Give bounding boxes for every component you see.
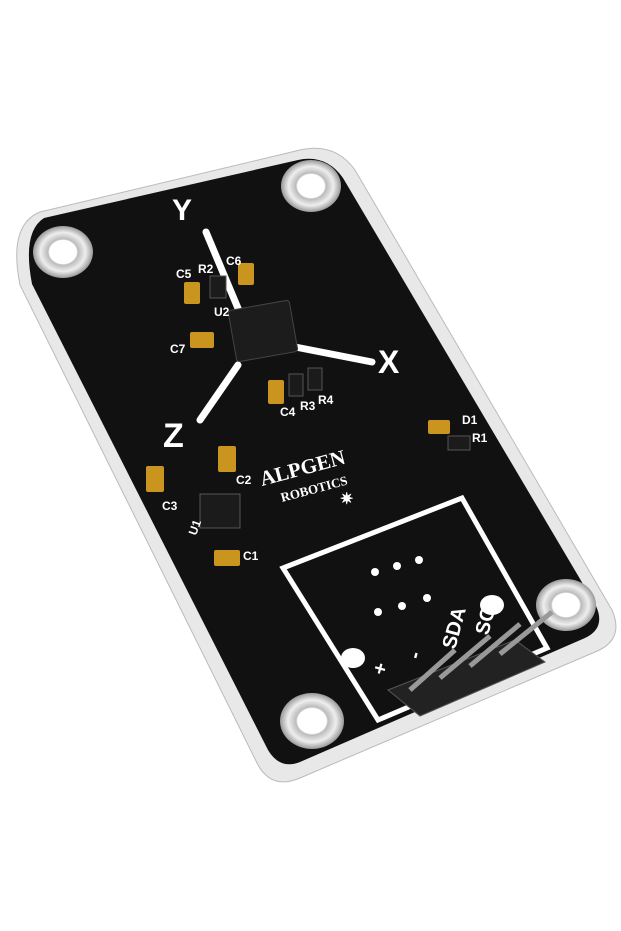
label-c6: C6 [226, 254, 242, 268]
label-r1: R1 [472, 431, 488, 445]
connector-outline [279, 494, 551, 724]
label-c5: C5 [176, 267, 192, 281]
pin-label-plus: + [369, 660, 393, 677]
sun-logo-icon: ✷ [340, 491, 353, 508]
axis-y-label: Y [172, 194, 192, 227]
label-c7: C7 [170, 342, 186, 356]
label-c2: C2 [236, 473, 252, 487]
label-d1: D1 [462, 413, 478, 427]
mounting-holes [33, 160, 596, 749]
label-r4: R4 [318, 393, 334, 407]
axis-x-label: X [378, 344, 400, 380]
label-r3: R3 [300, 399, 316, 413]
label-c1: C1 [243, 549, 259, 563]
smd-components [146, 263, 450, 566]
label-u1: U1 [186, 518, 205, 538]
board-surface [28, 158, 600, 765]
label-c4: C4 [280, 405, 296, 419]
label-r2: R2 [198, 262, 214, 276]
resistors [199, 275, 471, 529]
label-u2: U2 [214, 305, 230, 319]
label-c3: C3 [162, 499, 178, 513]
pin-header [387, 610, 554, 717]
axis-z-label: Z [163, 417, 184, 455]
connector-holes [341, 556, 504, 668]
u2-chip [227, 299, 299, 363]
